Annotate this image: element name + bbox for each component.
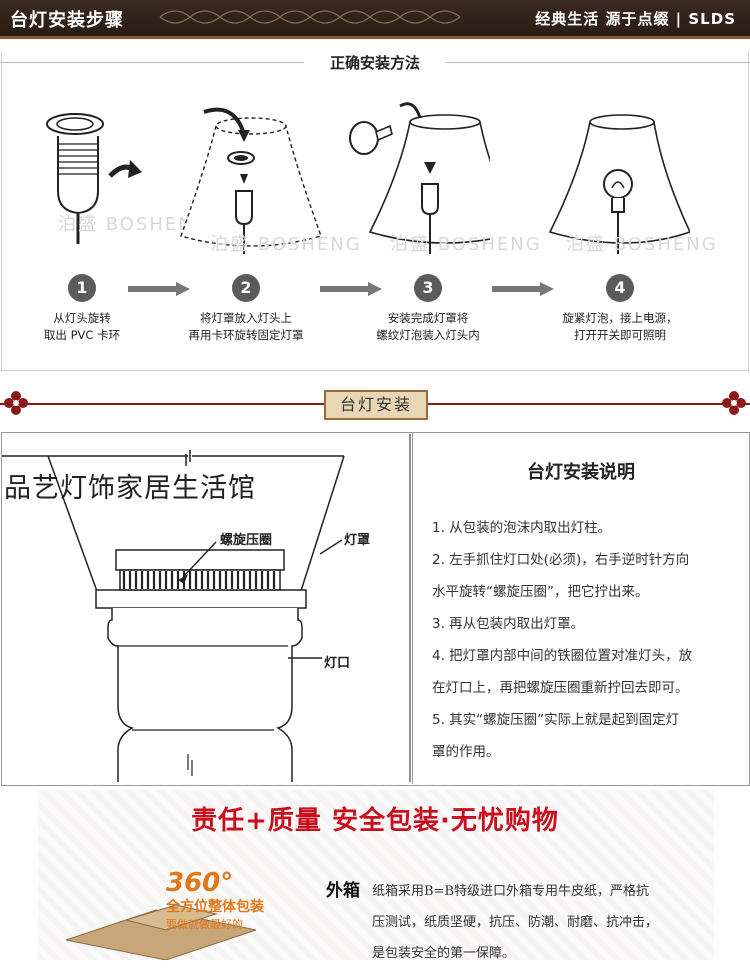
outer-box-label: 外箱 — [326, 881, 360, 901]
step3-number: 3 — [414, 274, 442, 302]
step4-line1: 旋紧灯泡，接上电源， — [562, 311, 678, 325]
step4-number: 4 — [606, 274, 634, 302]
step1-watermark: 泊盛 BOSHENG — [58, 214, 210, 235]
install-panel-divider — [412, 432, 413, 784]
badge-360-line2: 要做就做最好的 — [166, 918, 243, 931]
top-banner: 台灯安装步骤 经典生活 源于点缀 | SLDS — [0, 0, 750, 39]
instructions-list: 1. 从包装的泡沫内取出灯柱。 2. 左手抓住灯口处(必须)，右手逆时针方向 水… — [432, 512, 738, 768]
banner-slogan: 经典生活 源于点缀 | SLDS — [535, 10, 736, 28]
step1-line1: 从灯头旋转 — [53, 311, 111, 325]
step4-illustration — [548, 114, 690, 254]
instruction-line: 3. 再从包装内取出灯罩。 — [432, 616, 585, 632]
cardboard-box-icon — [66, 904, 256, 960]
shop-name: 品艺灯饰家居生活馆 — [4, 473, 256, 504]
step4-watermark: 泊盛 BOSHENG — [566, 234, 718, 255]
instruction-line: 水平旋转“螺旋压圈”，把它拧出来。 — [432, 584, 649, 600]
step2-line1: 将灯罩放入灯头上 — [200, 311, 292, 325]
section2-badge: 台灯安装 — [324, 390, 428, 420]
instructions-title: 台灯安装说明 — [527, 462, 635, 483]
step1-illustration — [46, 113, 142, 244]
packaging-headline: 责任+质量 安全包装·无忧购物 — [191, 806, 559, 836]
step-arrow-icon — [492, 282, 554, 296]
step2-text: 将灯罩放入灯头上 再用卡环旋转固定灯罩 — [166, 310, 326, 344]
step3-text: 安装完成灯罩将 螺纹灯泡装入灯头内 — [348, 310, 508, 344]
label-lamp-shade: 灯罩 — [344, 533, 371, 548]
step3-illustration — [349, 102, 490, 254]
step3-line1: 安装完成灯罩将 — [387, 311, 469, 325]
step1-line2: 取出 PVC 卡环 — [43, 328, 121, 342]
steps-panel — [1, 52, 749, 371]
instruction-line: 罩的作用。 — [432, 744, 500, 760]
outer-box-description: 纸箱采用B=B特级进口外箱专用牛皮纸，严格抗 压测试，纸质坚硬，抗压、防潮、耐磨… — [372, 876, 742, 969]
flower-ornament-icon — [4, 391, 28, 415]
step3-watermark: 泊盛 BOSHENG — [390, 234, 542, 255]
step2-line2: 再用卡环旋转固定灯罩 — [188, 328, 304, 342]
badge-360-number: 360° — [166, 868, 234, 898]
step1-text: 从灯头旋转 取出 PVC 卡环 — [2, 310, 162, 344]
step2-number: 2 — [232, 274, 260, 302]
instruction-line: 2. 左手抓住灯口处(必须)，右手逆时针方向 — [432, 552, 690, 568]
banner-ornament — [159, 10, 461, 24]
step-arrow-icon — [128, 282, 190, 296]
step3-line2: 螺纹灯泡装入灯头内 — [376, 328, 480, 342]
step4-line2: 打开开关即可照明 — [574, 328, 666, 342]
label-socket: 灯口 — [324, 656, 351, 671]
instruction-line: 1. 从包装的泡沫内取出灯柱。 — [432, 520, 612, 536]
badge-360-line1: 全方位整体包装 — [166, 899, 264, 915]
step1-number: 1 — [68, 274, 96, 302]
outer-box-line: 压测试，纸质坚硬，抗压、防潮、耐磨、抗冲击， — [372, 915, 659, 930]
instruction-line: 5. 其实“螺旋压圈”实际上就是起到固定灯 — [432, 712, 680, 728]
instruction-line: 在灯口上，再把螺旋压圈重新拧回去即可。 — [432, 680, 689, 696]
lamp-socket-diagram — [2, 434, 411, 782]
flower-ornament-icon — [722, 391, 746, 415]
label-spiral-ring: 螺旋压圈 — [220, 533, 273, 548]
outer-box-line: 纸箱采用B=B特级进口外箱专用牛皮纸，严格抗 — [372, 884, 649, 899]
step2-illustration — [180, 107, 322, 254]
instruction-line: 4. 把灯罩内部中间的铁圈位置对准灯头，放 — [432, 648, 693, 664]
step-arrow-icon — [320, 282, 382, 296]
step4-text: 旋紧灯泡，接上电源， 打开开关即可照明 — [540, 310, 700, 344]
badge-360: 360° 全方位整体包装 要做就做最好的 — [166, 868, 264, 932]
banner-title: 台灯安装步骤 — [10, 10, 124, 31]
step2-watermark: 泊盛 BOSHENG — [210, 234, 362, 255]
outer-box-line: 是包装安全的第一保障。 — [372, 946, 516, 961]
steps-title: 正确安装方法 — [304, 52, 446, 73]
